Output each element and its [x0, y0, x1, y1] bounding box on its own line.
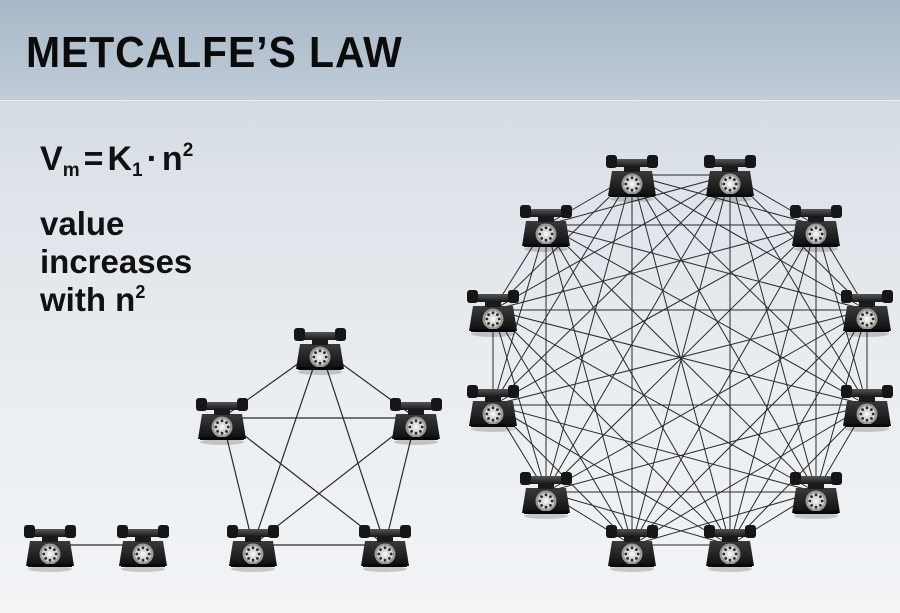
network-edge: [319, 347, 386, 546]
network-edge: [545, 174, 731, 493]
telephone-icon: [704, 155, 756, 202]
network-edge: [545, 491, 731, 546]
network-edge: [815, 309, 868, 493]
telephone-icon: [606, 155, 658, 202]
caption-line-1: value: [40, 205, 125, 242]
formula-k: K: [107, 140, 133, 178]
network-edge: [545, 174, 633, 493]
network-edge: [815, 224, 868, 406]
network-edge: [492, 174, 633, 406]
network-edge: [545, 224, 868, 311]
network-edge: [221, 417, 386, 546]
network-edge: [631, 309, 868, 546]
telephone-icon: [117, 525, 169, 572]
network-edge: [631, 491, 817, 546]
telephone-icon: [520, 205, 572, 252]
telephone-icon: [790, 205, 842, 252]
telephone-icon: [520, 472, 572, 519]
telephone-icon: [390, 398, 442, 445]
network-five-phones-edges: [221, 347, 417, 546]
network-edge: [631, 174, 868, 406]
caption-line-3-exponent: 2: [135, 282, 146, 302]
telephone-icon: [841, 385, 893, 432]
telephone-icon: [359, 525, 411, 572]
caption-line-3: with n2: [40, 281, 300, 324]
caption-line-2: increases: [40, 243, 193, 280]
network-edge: [492, 309, 547, 493]
formula-n: n: [161, 140, 183, 178]
network-edge: [492, 224, 817, 406]
network-edge: [492, 224, 817, 311]
telephone-icon: [467, 290, 519, 337]
network-edge: [492, 404, 731, 546]
telephone-icon: [227, 525, 279, 572]
network-edge: [631, 174, 731, 546]
network-edge: [545, 309, 868, 493]
network-edge: [492, 309, 731, 546]
network-edge: [252, 417, 417, 546]
network-edge: [492, 224, 547, 406]
formula: Vm=K1·n2: [40, 140, 194, 181]
page-title: METCALFE’S LAW: [26, 28, 403, 77]
network-edge: [631, 404, 868, 546]
formula-equals: =: [83, 140, 104, 178]
network-edge: [631, 174, 817, 493]
telephone-icon: [841, 290, 893, 337]
formula-dot: ·: [146, 140, 158, 178]
formula-v: V: [40, 140, 63, 178]
network-edge: [729, 309, 868, 546]
formula-v-subscript: m: [62, 160, 80, 181]
network-edge: [252, 347, 321, 546]
edges-layer: [50, 174, 868, 546]
formula-k-subscript: 1: [132, 160, 143, 181]
network-edge: [492, 404, 817, 493]
network-edge: [545, 404, 868, 493]
network-edge: [492, 309, 633, 546]
network-edge: [545, 224, 817, 493]
nodes-layer: [24, 155, 893, 572]
caption-line-3-text: with n: [40, 281, 136, 318]
telephone-icon: [606, 525, 658, 572]
telephone-icon: [790, 472, 842, 519]
network-edge: [545, 224, 731, 546]
telephone-icon: [704, 525, 756, 572]
formula-n-exponent: 2: [182, 140, 194, 161]
network-edge: [545, 224, 868, 406]
title-banner: METCALFE’S LAW: [0, 0, 900, 100]
network-edge: [545, 224, 633, 546]
telephone-icon: [467, 385, 519, 432]
telephone-icon: [294, 328, 346, 375]
telephone-icon: [196, 398, 248, 445]
network-edge: [492, 309, 817, 493]
telephone-icon: [24, 525, 76, 572]
caption: value increases with n2: [40, 205, 300, 324]
